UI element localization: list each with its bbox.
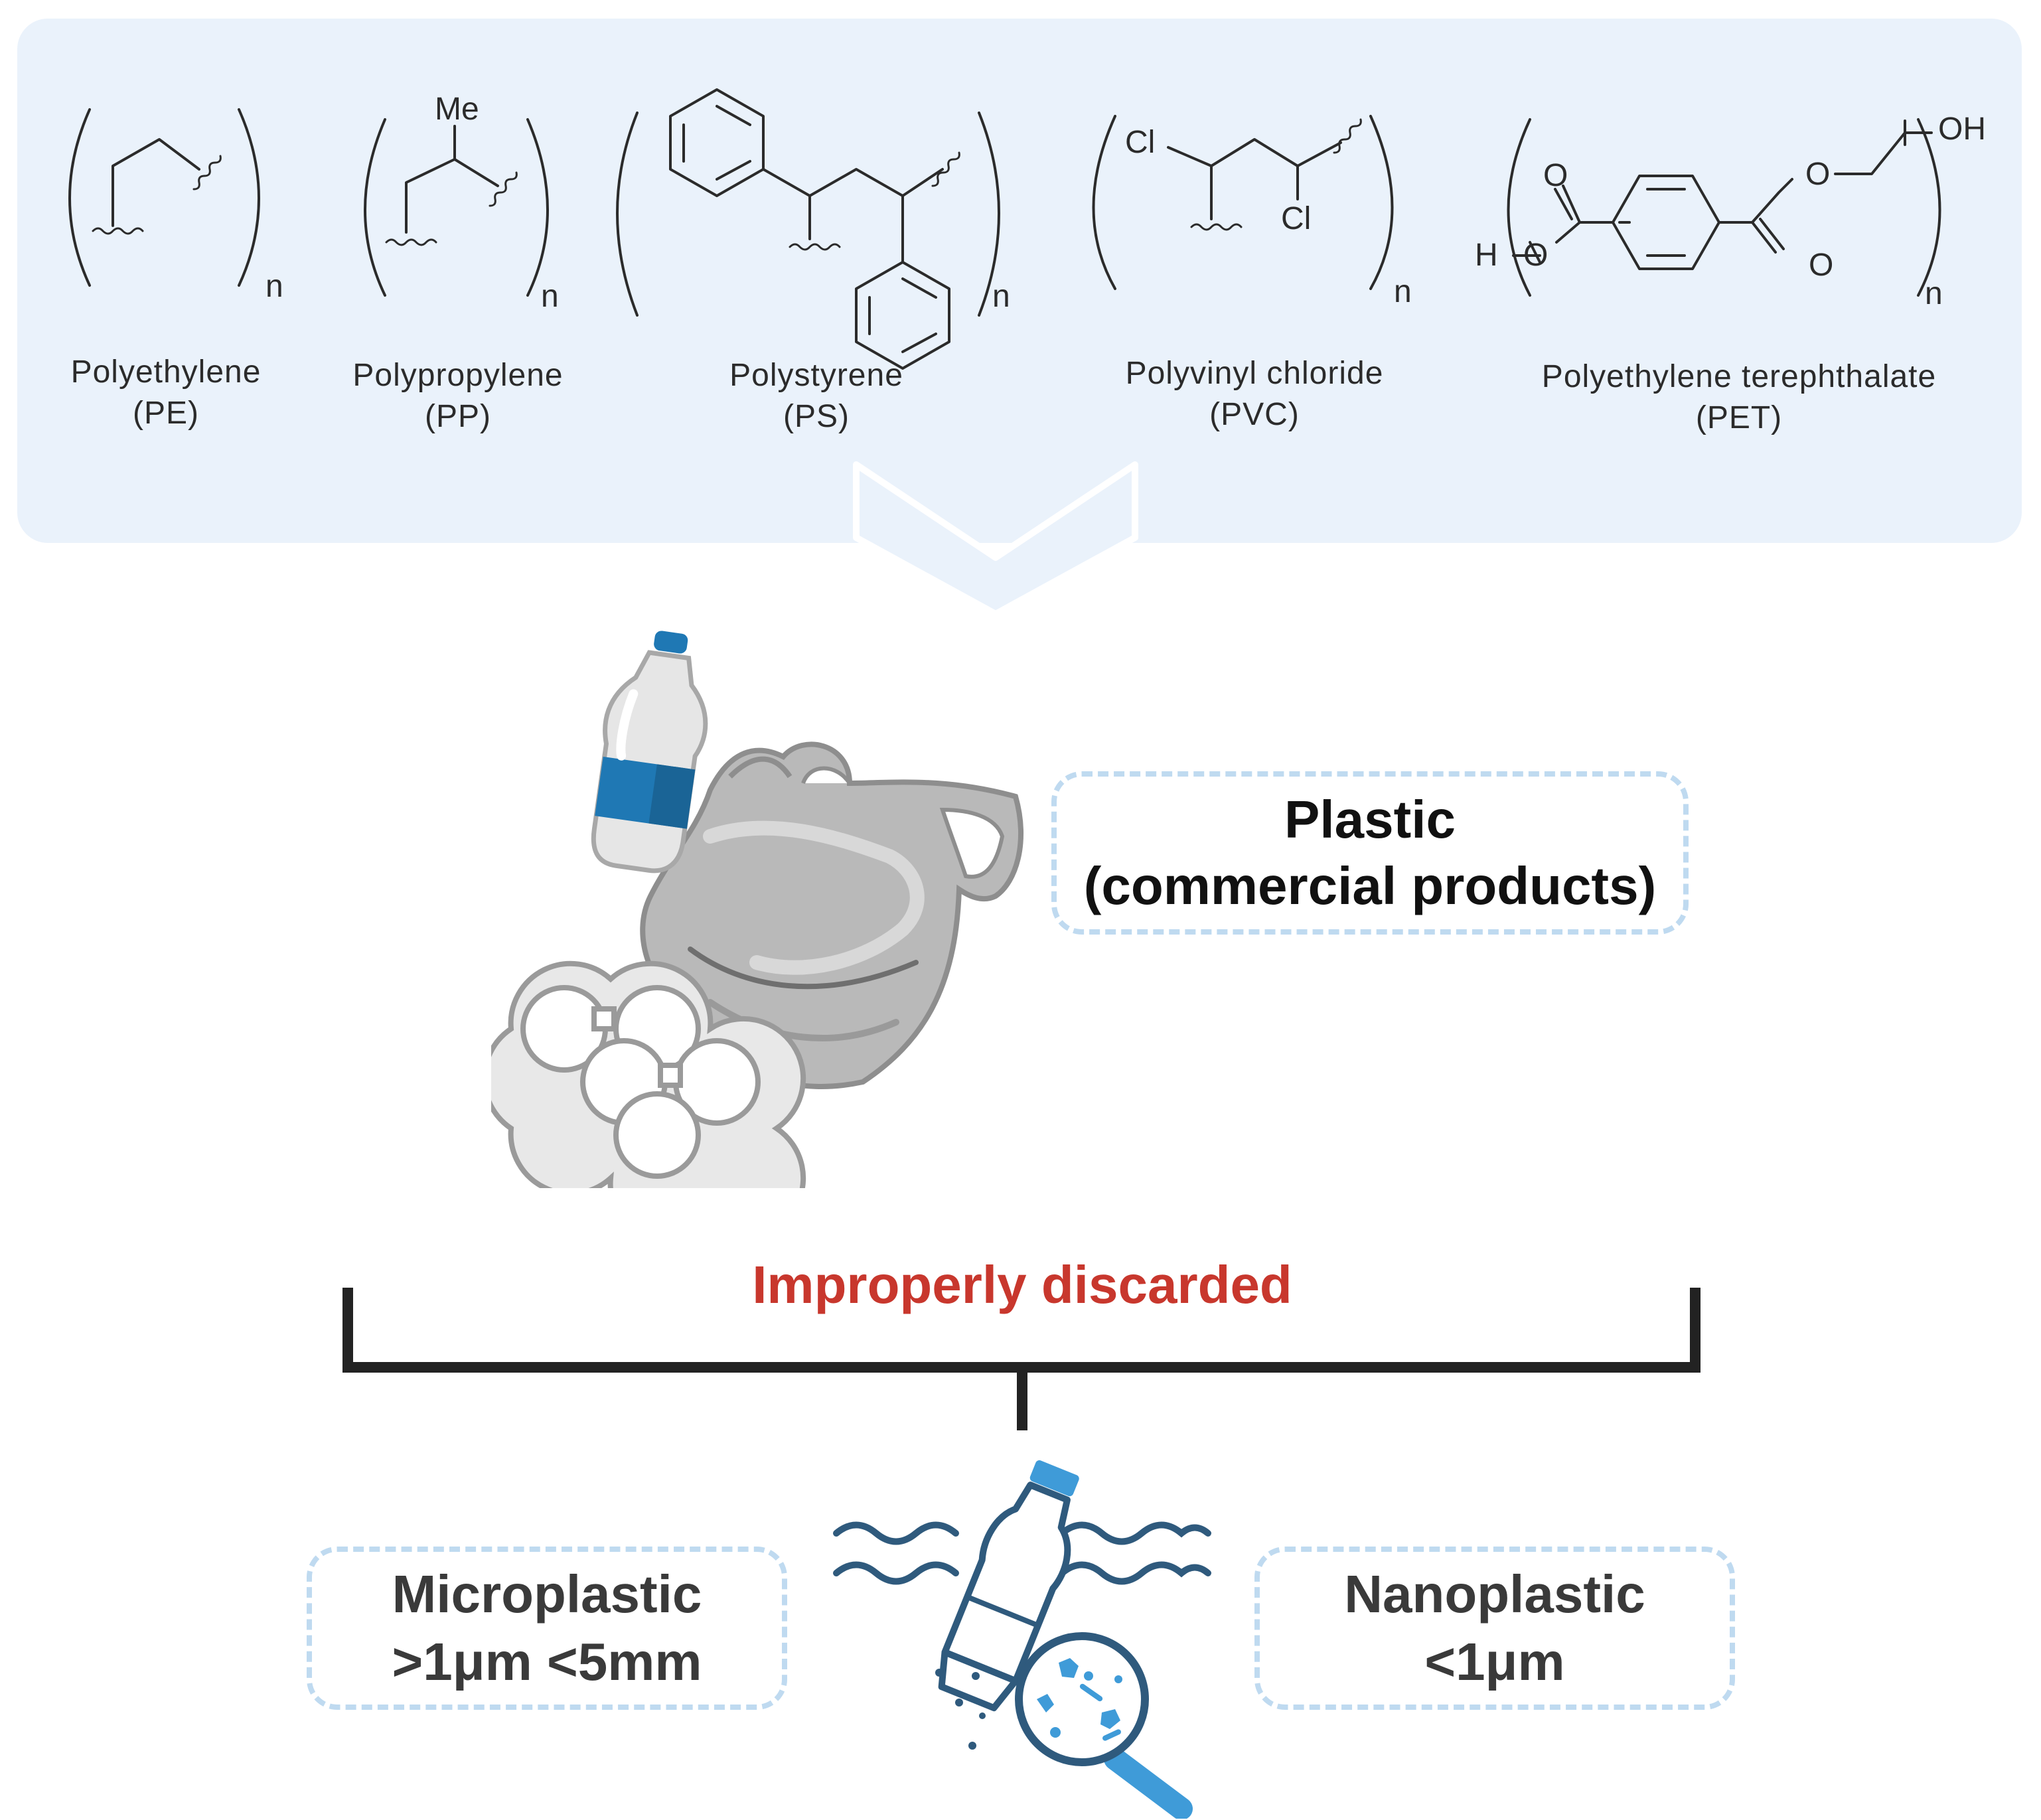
pet-n-label: n bbox=[1925, 276, 1943, 311]
pet-o-label-4: O bbox=[1809, 248, 1833, 283]
split-bracket bbox=[342, 1288, 1701, 1430]
nanoplastic-title: Nanoplastic bbox=[1344, 1564, 1645, 1624]
polymer-label-ps: Polystyrene (PS) bbox=[677, 355, 956, 437]
plastic-commercial-products-box: Plastic (commercial products) bbox=[1051, 771, 1689, 935]
pet-o-label-3: O bbox=[1805, 157, 1830, 192]
microplastic-title: Microplastic bbox=[392, 1564, 702, 1624]
pp-structure bbox=[364, 118, 549, 297]
polymer-name: Polyethylene bbox=[70, 354, 262, 390]
polymer-label-pvc: Polyvinyl chloride (PVC) bbox=[1062, 353, 1447, 435]
plastic-box-subtitle: (commercial products) bbox=[1083, 856, 1657, 915]
pet-structure bbox=[1507, 118, 1941, 297]
polymer-name: Polystyrene bbox=[729, 358, 903, 393]
magnifier-icon bbox=[1015, 1632, 1193, 1819]
six-pack-ring-icon bbox=[491, 960, 806, 1188]
plastic-bag-icon bbox=[640, 741, 1024, 1089]
ps-structure bbox=[616, 88, 1000, 370]
polymer-structures: n n n n n Me Cl Cl H O O O O OH bbox=[68, 88, 1986, 370]
fragment-dots bbox=[935, 1669, 986, 1750]
polymer-abbr: (PP) bbox=[425, 399, 491, 434]
microplastic-size: >1μm <5mm bbox=[392, 1632, 702, 1691]
nanoplastic-box: Nanoplastic <1μm bbox=[1254, 1547, 1735, 1710]
polymer-label-pet: Polyethylene terephthalate (PET) bbox=[1480, 356, 1998, 439]
pet-o-label-1: O bbox=[1523, 238, 1548, 273]
polymer-abbr: (PVC) bbox=[1209, 397, 1300, 432]
pvc-cl-label-1: Cl bbox=[1125, 125, 1155, 160]
improperly-discarded-label: Improperly discarded bbox=[752, 1255, 1292, 1314]
microplastic-box: Microplastic >1μm <5mm bbox=[307, 1547, 787, 1710]
polymer-panel bbox=[17, 19, 2022, 543]
water-waves-icon bbox=[833, 1521, 1211, 1585]
pvc-structure bbox=[1092, 115, 1394, 290]
polymer-name: Polypropylene bbox=[352, 358, 564, 393]
bottle-outline-icon bbox=[938, 1460, 1079, 1712]
pp-methyl-label: Me bbox=[435, 92, 479, 127]
ps-n-label: n bbox=[992, 279, 1010, 314]
pet-oh-label: OH bbox=[1938, 112, 1986, 147]
pp-n-label: n bbox=[541, 279, 559, 314]
pet-h-label: H bbox=[1475, 238, 1498, 273]
degrading-bottle-magnifier-icon bbox=[833, 1460, 1211, 1819]
plastic-products-illustration bbox=[491, 631, 1024, 1188]
pet-o-label-2: O bbox=[1543, 158, 1568, 193]
pvc-n-label: n bbox=[1394, 274, 1412, 309]
polymer-abbr: (PE) bbox=[133, 396, 199, 431]
plastic-box-title: Plastic bbox=[1284, 790, 1456, 849]
chevron-down-icon bbox=[853, 461, 1138, 617]
polymer-abbr: (PS) bbox=[783, 399, 850, 434]
pe-structure bbox=[68, 108, 260, 287]
nanoplastic-size: <1μm bbox=[1424, 1632, 1565, 1691]
polymer-abbr: (PET) bbox=[1695, 400, 1783, 435]
polymer-name: Polyethylene terephthalate bbox=[1541, 359, 1937, 394]
pvc-cl-label-2: Cl bbox=[1281, 201, 1311, 236]
plastic-bottle-icon bbox=[591, 631, 708, 873]
polymer-label-pe: Polyethylene (PE) bbox=[27, 352, 305, 434]
polymer-name: Polyvinyl chloride bbox=[1125, 356, 1384, 391]
polymer-label-pp: Polypropylene (PP) bbox=[319, 355, 597, 437]
pe-n-label: n bbox=[265, 269, 283, 304]
